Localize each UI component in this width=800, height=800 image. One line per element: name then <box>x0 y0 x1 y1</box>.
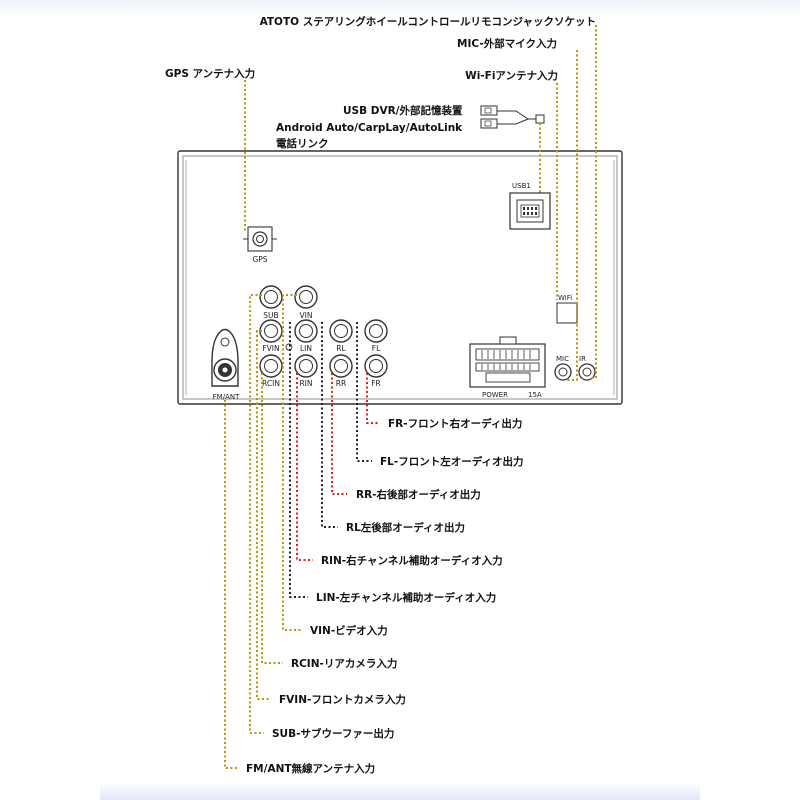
top-frame-edge <box>0 0 800 18</box>
lin-jack <box>294 319 318 343</box>
leader-rcin <box>261 373 283 664</box>
fuse-label: 15A <box>528 391 542 399</box>
leader-fr <box>366 373 380 424</box>
label-android-auto: Android Auto/CarpLay/AutoLink <box>276 122 463 134</box>
leader-sub <box>249 294 264 734</box>
fm-antenna-socket: FM/ANT <box>211 328 240 401</box>
label-lin: LIN-左チャンネル補助オーディオ入力 <box>316 591 496 604</box>
callout-labels: ATOTO ステアリングホイールコントロールリモコンジャックソケット MIC-外… <box>165 15 596 775</box>
leader-fm <box>224 400 238 769</box>
ir-jack: IR <box>578 355 596 381</box>
fr-port-label: FR <box>371 379 381 388</box>
label-usb-dvr: USB DVR/外部記憶装置 <box>343 104 463 117</box>
vin-port-label: VIN <box>300 311 313 320</box>
leader-rr <box>331 373 347 495</box>
label-rin: RIN-右チャンネル補助オーディオ入力 <box>321 554 503 567</box>
gps-port-label: GPS <box>252 255 267 264</box>
label-wifi: Wi-Fiアンテナ入力 <box>465 69 558 82</box>
leader-fvin <box>256 330 271 700</box>
power-connector: POWER 15A <box>469 336 546 399</box>
rr-port-label: RR <box>336 379 346 388</box>
sub-jack <box>259 285 283 309</box>
mic-jack: MIC <box>554 355 572 381</box>
rin-port-label: RIN <box>299 379 312 388</box>
fvin-port-label: FVIN <box>262 344 279 353</box>
usb1-port: USB1 <box>509 182 551 230</box>
rl-jack <box>329 319 353 343</box>
lin-port-label: LIN <box>300 344 312 353</box>
rcin-port-label: RCIN <box>262 379 280 388</box>
mic-port-label: MIC <box>556 355 569 363</box>
label-rr: RR-右後部オーディオ出力 <box>356 488 481 501</box>
label-fr: FR-フロント右オーディ出力 <box>388 417 522 430</box>
fr-jack <box>364 354 388 378</box>
fvin-jack <box>259 319 283 343</box>
leader-rl <box>321 322 338 528</box>
usb1-label: USB1 <box>512 182 531 190</box>
label-mic: MIC-外部マイク入力 <box>457 37 557 50</box>
rcin-jack <box>259 354 283 378</box>
leader-mic <box>566 50 578 381</box>
label-sub: SUB-サブウーファー出力 <box>272 727 394 740</box>
label-rl: RL左後部オーディオ出力 <box>346 521 465 534</box>
usb-plug-icons <box>480 105 545 129</box>
fl-port-label: FL <box>372 344 381 353</box>
label-rcin: RCIN-リアカメラ入力 <box>291 657 397 670</box>
leader-steering <box>590 25 597 379</box>
vin-jack <box>294 285 318 309</box>
fl-jack <box>364 319 388 343</box>
label-phone-link: 電話リンク <box>276 137 329 150</box>
label-vin: VIN-ビデオ入力 <box>310 624 388 637</box>
ir-port-label: IR <box>579 355 586 363</box>
rr-jack <box>329 354 353 378</box>
rin-jack <box>294 354 318 378</box>
label-steering-remote: ATOTO ステアリングホイールコントロールリモコンジャックソケット <box>260 15 596 28</box>
fm-ant-port-label: FM/ANT <box>213 393 240 401</box>
label-fl: FL-フロント左オーディオ出力 <box>380 455 524 468</box>
rl-port-label: RL <box>336 344 346 353</box>
rca-jacks: SUB VIN FVIN LIN RL FL RCIN RIN RR FR <box>259 285 388 388</box>
gps-connector: GPS <box>243 226 277 264</box>
power-port-label: POWER <box>482 391 508 399</box>
leader-lin <box>289 322 308 598</box>
leader-fl <box>356 322 372 462</box>
bottom-frame-edge <box>100 783 700 800</box>
leader-lines <box>224 25 597 769</box>
leader-vin <box>282 294 302 631</box>
sub-port-label: SUB <box>263 311 278 320</box>
wifi-port-label: WiFi <box>558 294 572 302</box>
label-gps: GPS アンテナ入力 <box>165 67 255 80</box>
label-fvin: FVIN-フロントカメラ入力 <box>279 693 406 706</box>
label-fm-ant: FM/ANT無線アンテナ入力 <box>246 762 375 775</box>
